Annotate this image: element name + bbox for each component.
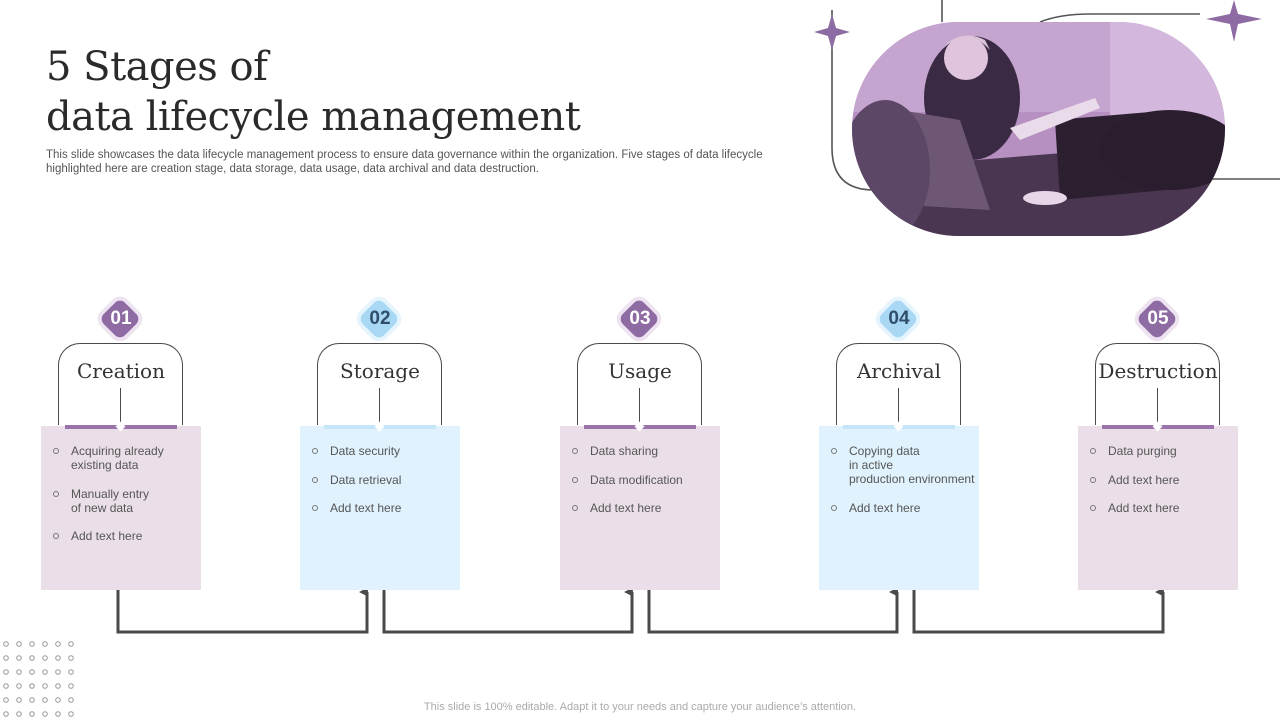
stage-item: Add text here [1090, 473, 1236, 487]
stage-items: Data security Data retrieval Add text he… [312, 444, 458, 530]
bullet-icon [53, 490, 59, 497]
bullet-icon [312, 505, 318, 511]
stage-destruction: 05 Destruction Data purging Add text her… [1078, 297, 1238, 590]
stage-item: Add text here [1090, 501, 1236, 515]
stage-title: Storage [340, 359, 420, 383]
stage-card: Data security Data retrieval Add text he… [300, 421, 460, 590]
stage-arch [577, 343, 702, 425]
stage-card: Data sharing Data modification Add text … [560, 421, 720, 590]
stage-item: Data purging [1090, 444, 1236, 458]
bullet-icon [831, 504, 837, 511]
bullet-icon [53, 533, 59, 539]
stage-card: Data purging Add text here Add text here [1078, 421, 1238, 590]
stage-item: Add text here [53, 529, 199, 543]
slide-description: This slide showcases the data lifecycle … [46, 149, 763, 175]
stage-item: Add text here [831, 501, 977, 515]
stage-item: Add text here [572, 501, 718, 515]
stage-item: Data retrieval [312, 473, 458, 487]
title-line-1: 5 Stages of [46, 44, 268, 90]
bullet-icon [312, 448, 318, 454]
stage-number: 02 [369, 308, 391, 329]
dot-grid [3, 641, 74, 717]
stage-arch [1095, 343, 1220, 425]
stage-archival: 04 Archival Copying data in active produ… [819, 297, 979, 590]
stage-item: Copying data in active production enviro… [831, 444, 977, 486]
bullet-icon [572, 476, 578, 483]
stage-number: 01 [110, 308, 132, 329]
stage-arch [58, 343, 183, 425]
stage-items: Data purging Add text here Add text here [1090, 444, 1236, 530]
title-line-2: data lifecycle management [46, 94, 581, 140]
bullet-icon [1090, 448, 1096, 454]
stage-usage: 03 Usage Data sharing Data modification … [560, 297, 720, 590]
stage-title: Archival [856, 359, 942, 383]
stage-items: Copying data in active production enviro… [831, 444, 977, 529]
stage-item: Data security [312, 444, 458, 458]
stage-title: Creation [77, 359, 165, 383]
meeting-photo [852, 22, 1225, 236]
bullet-icon [53, 448, 59, 454]
stage-item: Data modification [572, 473, 718, 487]
stage-arch [836, 343, 961, 425]
bullet-icon [572, 448, 578, 454]
stage-item: Add text here [312, 501, 458, 515]
stage-number: 03 [629, 308, 651, 329]
stage-card: Acquiring already existing data Manually… [41, 421, 201, 590]
stage-item: Acquiring already existing data [53, 444, 199, 472]
stage-items: Data sharing Data modification Add text … [572, 444, 718, 530]
stage-item: Data sharing [572, 444, 718, 458]
stage-storage: 02 Storage Data security Data retrieval … [300, 297, 460, 590]
stage-number: 05 [1147, 308, 1169, 329]
slide-title: 5 Stages of data lifecycle management [46, 42, 581, 142]
stage-title: Usage [608, 359, 672, 383]
bullet-icon [1090, 505, 1096, 511]
bullet-icon [572, 505, 578, 511]
stage-creation: 01 Creation Acquiring already existing d… [41, 297, 201, 590]
bullet-icon [831, 448, 837, 454]
footer-note: This slide is 100% editable. Adapt it to… [423, 701, 857, 713]
bullet-icon [1090, 476, 1096, 483]
connector-arrow [382, 587, 634, 634]
connector-arrow [912, 587, 1165, 634]
stage-items: Acquiring already existing data Manually… [53, 444, 199, 558]
stage-title: Destruction [1098, 359, 1218, 383]
stage-item: Manually entry of new data [53, 487, 199, 515]
star-icon [1206, 0, 1262, 42]
connector-arrow [116, 587, 369, 634]
bullet-icon [312, 476, 318, 483]
star-icon [814, 14, 850, 50]
stage-card: Copying data in active production enviro… [819, 421, 979, 590]
stage-number: 04 [888, 308, 910, 329]
stage-arch [317, 343, 442, 425]
connector-arrow [647, 587, 899, 634]
